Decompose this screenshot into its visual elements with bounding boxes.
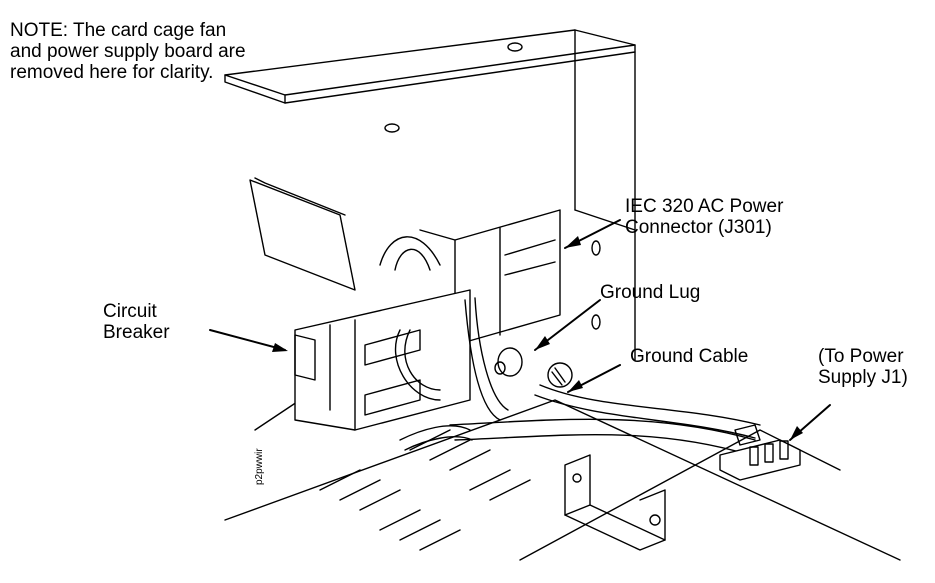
circuit-label-line2: Breaker <box>103 322 170 343</box>
mounting-bracket <box>564 454 666 551</box>
note-line2: and power supply board are <box>10 41 246 62</box>
note-text: NOTE: The card cage fan and power supply… <box>10 20 246 83</box>
iec-label-line1: IEC 320 AC Power <box>625 196 784 217</box>
vent-slots <box>319 429 531 551</box>
figure-id: p2pwwir <box>254 448 265 485</box>
wires <box>379 236 761 456</box>
base-plate <box>224 399 901 561</box>
iec-label-line2: Connector (J301) <box>625 217 772 238</box>
iec-label: IEC 320 AC Power Connector (J301) <box>625 196 783 238</box>
ground-lug-part <box>494 347 573 388</box>
circuit-label-line1: Circuit <box>103 301 157 322</box>
top-bracket <box>224 29 636 361</box>
circuit-breaker-label: Circuit Breaker <box>103 301 170 343</box>
arrow-circuit-breaker <box>209 329 286 351</box>
note-line1: NOTE: The card cage fan <box>10 20 227 41</box>
ground-lug-label: Ground Lug <box>600 282 701 303</box>
ground-cable-label: Ground Cable <box>630 346 749 367</box>
note-line3: removed here for clarity. <box>10 62 214 83</box>
side-cover <box>249 177 356 291</box>
power-plug <box>719 424 801 481</box>
iec-connector <box>419 209 601 346</box>
to-power-line1: (To Power <box>818 346 904 367</box>
to-power-line2: Supply J1) <box>818 367 908 388</box>
to-power-supply-label: (To Power Supply J1) <box>818 346 908 388</box>
circuit-breaker-body <box>294 289 471 431</box>
